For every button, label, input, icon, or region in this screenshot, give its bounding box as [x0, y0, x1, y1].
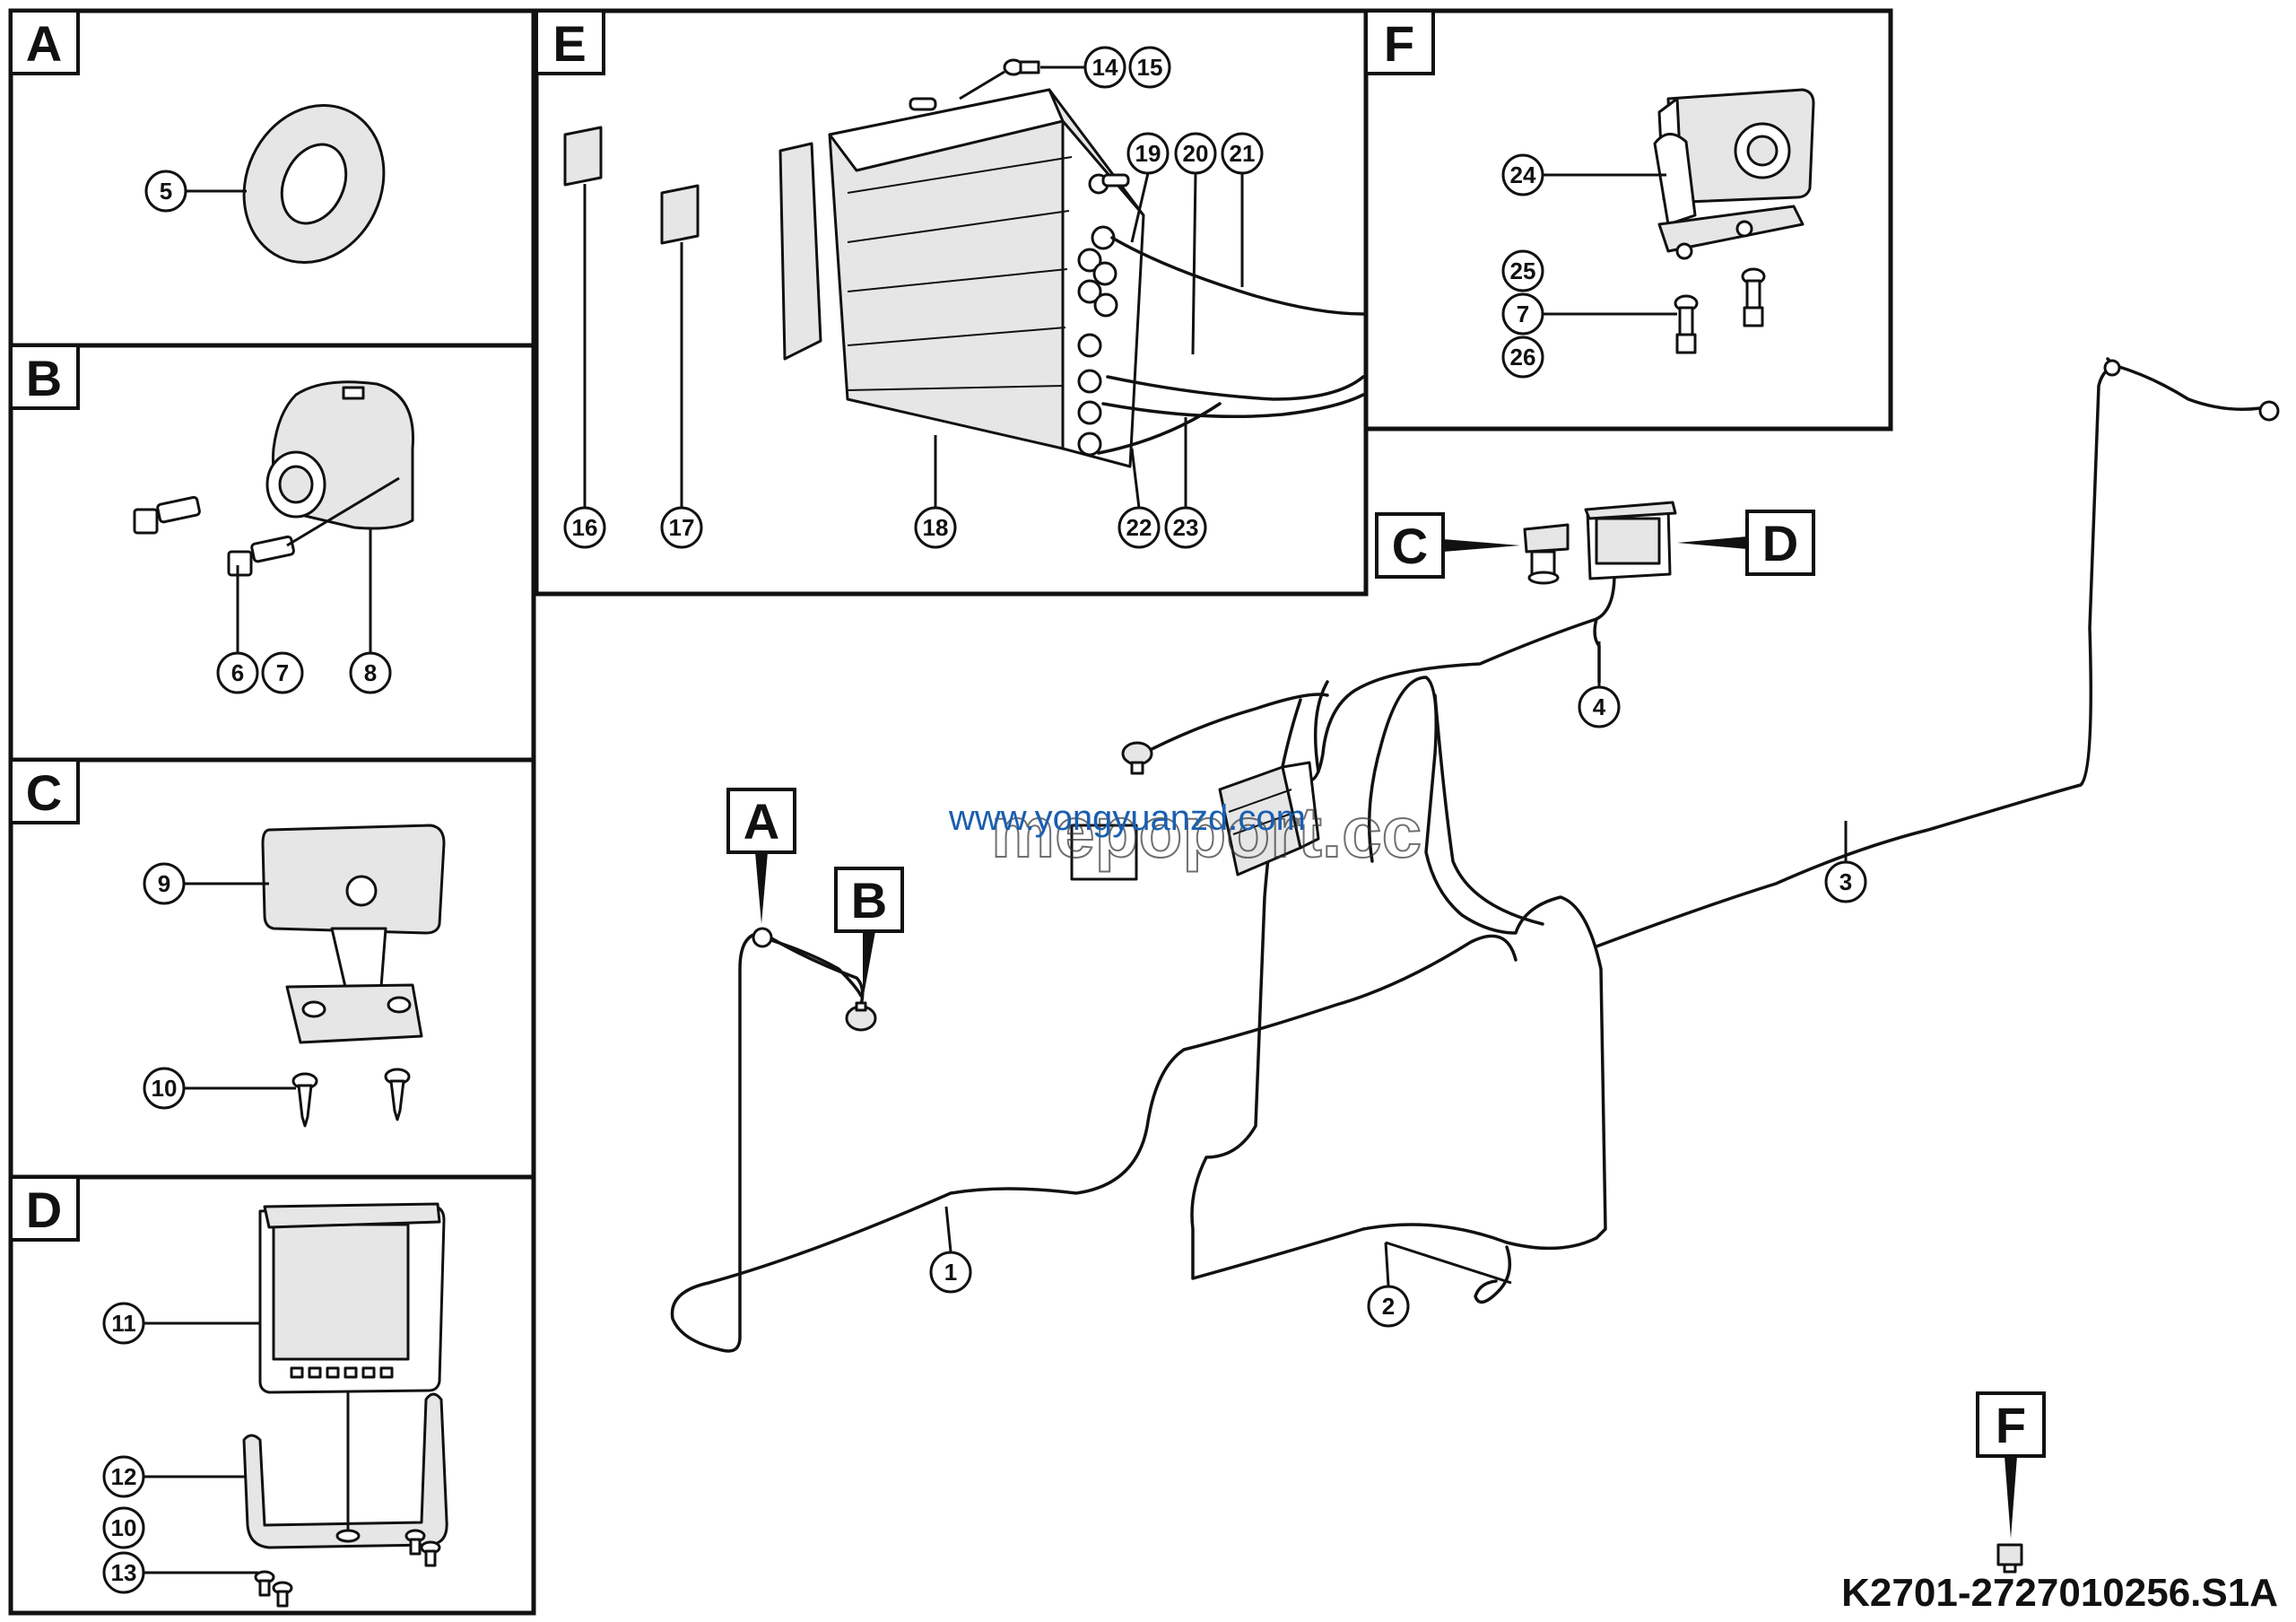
callout-3: 3 — [1839, 868, 1852, 895]
callout-21: 21 — [1230, 140, 1256, 167]
screw-part — [404, 1529, 426, 1556]
callout-4: 4 — [1593, 693, 1606, 720]
callout-16: 16 — [572, 514, 598, 541]
callout-10: 10 — [152, 1075, 178, 1102]
harness-3 — [1595, 364, 2262, 948]
callout-25: 25 — [1510, 257, 1536, 284]
main-callouts: 1 2 3 4 — [929, 641, 1867, 1328]
panel-b-tag: B — [26, 350, 62, 406]
drawing-code: K2701-2727010256.S1A — [1841, 1571, 2278, 1615]
connector-box — [1070, 824, 1138, 881]
callout-8: 8 — [364, 659, 377, 686]
callout-7: 7 — [1517, 301, 1529, 327]
svg-text:C: C — [1392, 518, 1428, 574]
harness-4 — [1308, 572, 1616, 782]
callout-23: 23 — [1173, 514, 1199, 541]
panel-d: D — [8, 1174, 536, 1616]
panel-c-tag: C — [26, 764, 62, 821]
screw-part — [384, 1068, 411, 1121]
screw-part — [272, 1581, 293, 1608]
callout-20: 20 — [1183, 140, 1209, 167]
screw-part — [420, 1540, 441, 1567]
harness-1 — [670, 931, 1518, 1353]
callout-18: 18 — [923, 514, 949, 541]
callout-17: 17 — [669, 514, 695, 541]
monitor-d-main — [1584, 501, 1677, 580]
panel-e-tag: E — [552, 15, 586, 72]
callout-5: 5 — [160, 178, 172, 205]
camera-f-main — [1996, 1543, 2023, 1574]
panel-c: C 9 10 — [8, 757, 536, 1180]
label-sticker-part — [563, 126, 603, 187]
bolt-part — [227, 535, 295, 577]
svg-text:F: F — [1996, 1397, 2026, 1453]
callout-26: 26 — [1510, 344, 1536, 371]
screw-part — [1741, 267, 1766, 327]
rear-camera-part — [1653, 88, 1815, 260]
ref-tag-d: D — [1677, 510, 1815, 576]
callout-1: 1 — [944, 1259, 957, 1286]
ref-tag-a: A — [726, 788, 796, 924]
callout-22: 22 — [1126, 514, 1152, 541]
dvr-recorder-part — [778, 88, 1145, 468]
dvr-in-harness — [1218, 761, 1320, 876]
callout-15: 15 — [1137, 54, 1163, 81]
grommet-a-main — [752, 927, 773, 948]
harness-2 — [1190, 676, 1607, 1280]
bracket-part — [242, 1392, 448, 1549]
camera-b-main — [845, 1001, 877, 1032]
panel-a: A 5 — [8, 8, 536, 348]
callout-14: 14 — [1092, 54, 1118, 81]
callout-7: 7 — [276, 659, 289, 686]
screw-part — [1003, 58, 1040, 76]
screw-part — [254, 1570, 275, 1597]
camera-c-main — [1523, 523, 1570, 585]
svg-text:B: B — [851, 872, 887, 929]
panel-a-tag: A — [26, 15, 62, 72]
monitor-part — [258, 1202, 446, 1394]
screw-part — [291, 1072, 318, 1128]
box-camera-part — [261, 824, 446, 1044]
screw-part — [1674, 294, 1699, 354]
label-sticker-part — [660, 184, 700, 245]
watermark-url: www.yongyuanzd.com — [948, 798, 1306, 838]
callout-9: 9 — [158, 870, 170, 897]
watermark-text: mepoport.cc — [991, 792, 1422, 872]
panel-b: B 6 7 8 — [8, 343, 536, 763]
svg-text:A: A — [744, 793, 779, 850]
bolt-part — [133, 495, 201, 535]
callout-10: 10 — [111, 1514, 137, 1541]
callout-24: 24 — [1510, 161, 1536, 188]
ref-tag-f: F — [1976, 1391, 2046, 1539]
ref-tag-b: B — [834, 867, 904, 1000]
svg-text:D: D — [1762, 515, 1798, 571]
callout-11: 11 — [111, 1310, 136, 1337]
harness-assembly — [670, 357, 2280, 1574]
panel-f-tag: F — [1384, 15, 1414, 72]
panel-f: F 24 25 7 26 — [1363, 8, 1893, 432]
panel-e: E — [534, 8, 1369, 597]
ref-tag-c: C — [1375, 512, 1520, 579]
callout-19: 19 — [1135, 140, 1161, 167]
callout-2: 2 — [1382, 1293, 1395, 1320]
panel-d-tag: D — [26, 1182, 62, 1238]
camera-small — [1121, 741, 1153, 775]
callout-6: 6 — [231, 659, 244, 686]
callout-13: 13 — [111, 1559, 137, 1586]
callout-12: 12 — [111, 1463, 137, 1490]
